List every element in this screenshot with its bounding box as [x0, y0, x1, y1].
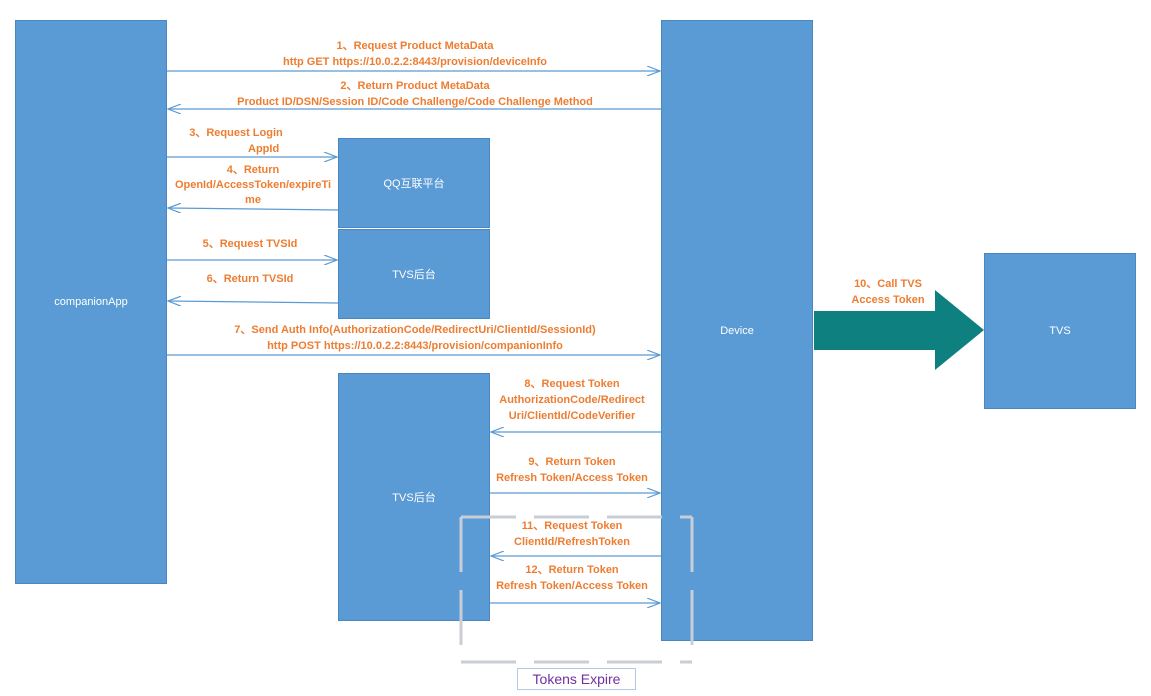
arrow-4	[168, 208, 339, 210]
step-7-title: 7、Send Auth Info(AuthorizationCode/Redir…	[234, 324, 596, 336]
step-3-label: 3、Request Login AppId	[166, 125, 306, 157]
step-8-title: 8、Request Token	[524, 378, 620, 390]
qq-platform-box: QQ互联平台	[338, 138, 490, 228]
step-8-detail: AuthorizationCode/Redirect	[499, 394, 645, 406]
step-9-detail: Refresh Token/Access Token	[496, 472, 648, 484]
step-11-label: 11、Request Token ClientId/RefreshToken	[486, 518, 658, 550]
step-7-detail: http POST https://10.0.2.2:8443/provisio…	[267, 340, 563, 352]
step-10-title: 10、Call TVS	[854, 278, 922, 290]
big-arrow-10	[814, 290, 984, 370]
step-2-title: 2、Return Product MetaData	[340, 80, 490, 92]
step-9-label: 9、Return Token Refresh Token/Access Toke…	[486, 454, 658, 486]
tokens-expire-bracket	[459, 515, 694, 664]
step-4-title: 4、Return	[226, 164, 280, 176]
step-8-detail-cont: Uri/ClientId/CodeVerifier	[508, 410, 636, 422]
step-1-title: 1、Request Product MetaData	[336, 40, 494, 52]
step-8-label: 8、Request Token AuthorizationCode/Redire…	[486, 376, 658, 424]
tvs-backend-box-1: TVS后台	[338, 229, 490, 319]
step-10-detail: Access Token	[851, 294, 925, 306]
step-2-label: 2、Return Product MetaData Product ID/DSN…	[200, 78, 630, 110]
companion-app-label: companionApp	[54, 296, 128, 308]
tvs-backend-label-1: TVS后台	[392, 269, 436, 281]
step-11-title: 11、Request Token	[521, 520, 623, 532]
tvs-label: TVS	[1049, 325, 1071, 337]
device-box: Device	[661, 20, 813, 641]
tvs-backend-box-2: TVS后台	[338, 373, 490, 621]
step-4-label: 4、Return OpenId/AccessToken/expireTi me	[168, 163, 338, 208]
step-4-detail: OpenId/AccessToken/expireTi	[174, 179, 332, 191]
step-11-detail: ClientId/RefreshToken	[514, 536, 630, 548]
tokens-expire-legend: Tokens Expire	[517, 668, 636, 690]
tvs-box: TVS	[984, 253, 1136, 409]
step-7-label: 7、Send Auth Info(AuthorizationCode/Redir…	[190, 322, 640, 354]
tvs-backend-label-2: TVS后台	[392, 492, 436, 504]
step-3-detail: AppId	[248, 143, 280, 155]
step-10-label: 10、Call TVS Access Token	[818, 276, 958, 308]
companion-app-box: companionApp	[15, 20, 167, 584]
step-12-label: 12、Return Token Refresh Token/Access Tok…	[486, 562, 658, 594]
step-3-title: 3、Request Login	[189, 127, 283, 139]
step-12-title: 12、Return Token	[525, 564, 619, 576]
step-9-title: 9、Return Token	[528, 456, 616, 468]
step-6-title: 6、Return TVSId	[206, 273, 294, 285]
step-2-detail: Product ID/DSN/Session ID/Code Challenge…	[237, 96, 593, 108]
arrow-6	[168, 301, 339, 303]
step-6-label: 6、Return TVSId	[170, 271, 330, 287]
qq-platform-label: QQ互联平台	[383, 178, 445, 190]
step-5-label: 5、Request TVSId	[170, 236, 330, 252]
step-1-detail: http GET https://10.0.2.2:8443/provision…	[282, 56, 548, 68]
device-label: Device	[720, 324, 754, 337]
step-1-label: 1、Request Product MetaData http GET http…	[230, 38, 600, 70]
step-12-detail: Refresh Token/Access Token	[496, 580, 648, 592]
step-5-title: 5、Request TVSId	[202, 238, 298, 250]
step-4-detail-cont: me	[245, 194, 261, 206]
